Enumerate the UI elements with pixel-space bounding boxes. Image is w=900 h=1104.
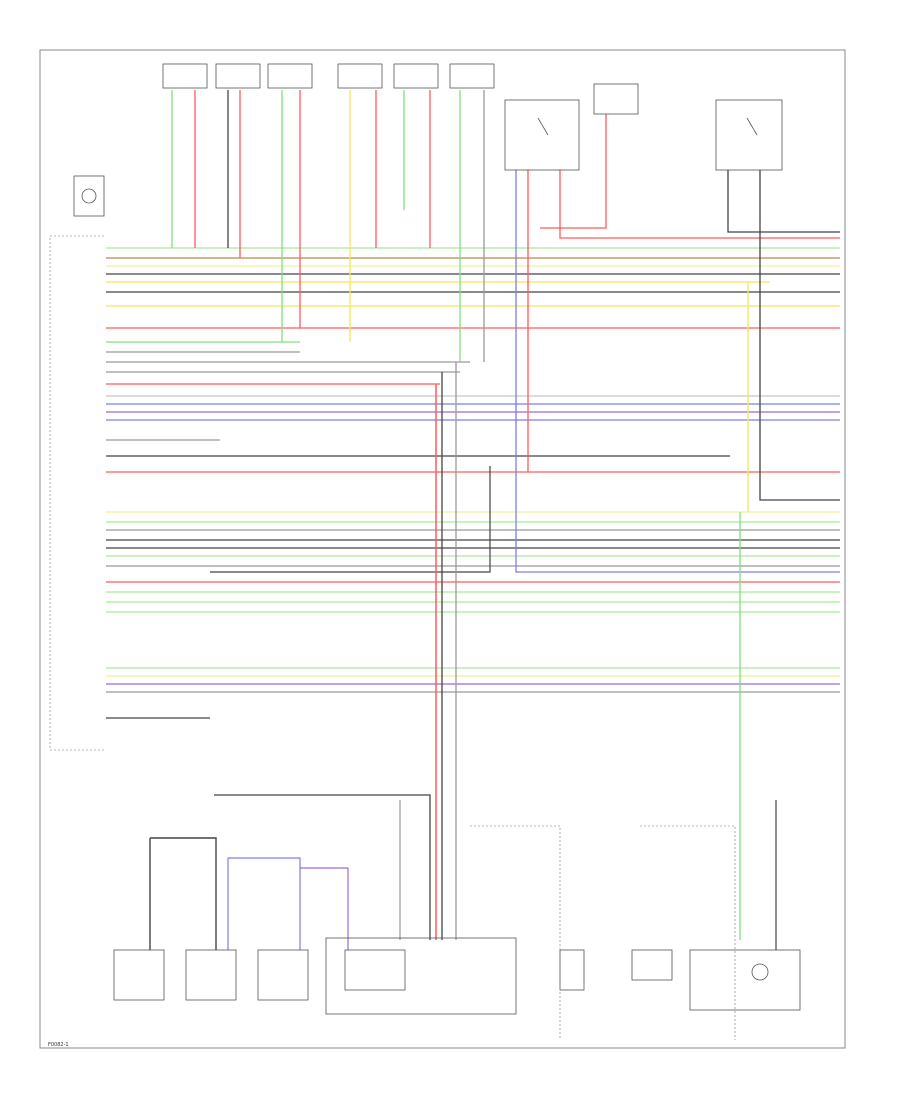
relay-left — [504, 99, 580, 171]
sensor-wire-4 — [214, 794, 431, 940]
relay-wire-black-3 — [210, 466, 491, 573]
relay-right — [715, 99, 783, 171]
diagram-frame — [39, 49, 846, 1049]
connector-2 — [215, 63, 261, 89]
speed-sensor-1 — [113, 949, 165, 1001]
sensor-wire-1 — [149, 837, 217, 950]
connector-6 — [449, 63, 495, 89]
sensor-top-left — [73, 175, 105, 217]
top-connectors — [162, 63, 495, 89]
sensor-bottom-middle — [559, 949, 585, 991]
selector-switch — [631, 949, 673, 981]
relay-right-switch — [746, 117, 758, 136]
relay-wire-blue — [515, 170, 840, 573]
sensor-wire-3 — [300, 867, 349, 950]
relay-middle — [593, 83, 639, 115]
speed-sensor-2 — [185, 949, 237, 1001]
sensor-wire-2 — [227, 857, 301, 950]
relay-wire-red-2 — [559, 170, 840, 239]
bottom-components — [113, 937, 801, 1015]
relay-wire-red-3 — [540, 114, 607, 229]
sensor-top-left-symbol — [81, 188, 97, 204]
connector-5 — [393, 63, 439, 89]
relays — [504, 83, 783, 171]
speed-sensor-3 — [257, 949, 309, 1001]
ecm-body — [49, 235, 104, 751]
connector-1 — [162, 63, 208, 89]
combination-meter — [689, 949, 801, 1011]
transmission-assembly — [325, 937, 517, 1015]
solenoid-block — [344, 949, 406, 991]
relay-wire-black — [727, 170, 840, 233]
meter-gauge — [751, 963, 769, 981]
relay-left-switch — [537, 117, 549, 136]
relay-wire-black-2 — [759, 170, 840, 501]
page-id: F0082-1 — [48, 1042, 69, 1048]
connector-3 — [267, 63, 313, 89]
wire-sheath-bottom — [470, 825, 736, 1040]
connector-4 — [337, 63, 383, 89]
wire-group — [106, 90, 840, 950]
